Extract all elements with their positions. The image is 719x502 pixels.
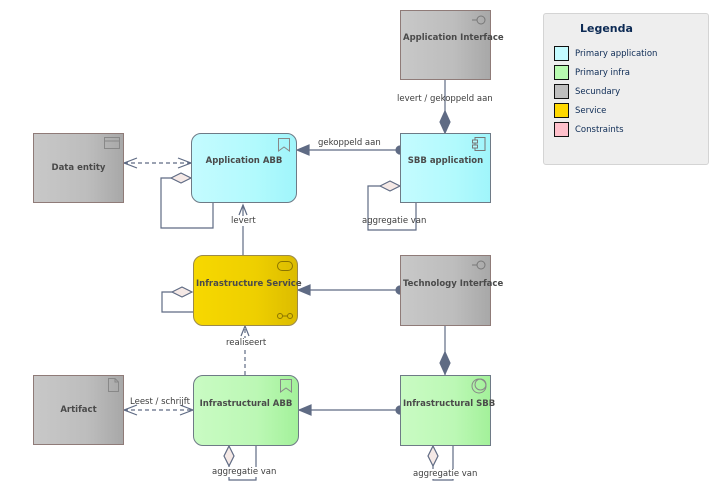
legend-label: Secundary (575, 86, 621, 97)
service-icon (277, 261, 293, 271)
node-artifact[interactable]: Artifact (33, 375, 124, 445)
interface-icon (472, 15, 486, 25)
legend-swatch (554, 46, 569, 61)
node-label: Data entity (51, 163, 106, 173)
node-label: Technology Interface (403, 278, 504, 289)
legend-item: Primary infra (554, 64, 630, 81)
edge-label-appif-sbb: levert / gekoppeld aan (397, 94, 493, 104)
edge-abb-aggr[interactable] (160, 177, 214, 229)
node-technology-interface[interactable]: Technology Interface (400, 255, 504, 326)
document-icon (108, 378, 119, 392)
aggregation-diamond (223, 444, 235, 468)
interface-icon (472, 260, 486, 270)
legend-swatch (554, 103, 569, 118)
node-label: Infrastructural SBB (403, 398, 496, 409)
edge-sbb-aggr[interactable] (367, 185, 417, 231)
aggregation-diamond (427, 444, 439, 468)
node-sbb-application[interactable]: SBB application (400, 133, 491, 203)
edge-label-sbb-aggr: aggregatie van (362, 216, 427, 226)
edge-label-artifact-infraabb: Leest / schrijft (130, 397, 190, 407)
legend-label: Constraints (575, 124, 624, 135)
bookmark-icon (280, 379, 292, 393)
arrow-head (296, 284, 311, 296)
node-application-interface[interactable]: Application Interface (400, 10, 504, 80)
node-icon (277, 313, 293, 319)
node-label: Application Interface (403, 33, 504, 44)
node-label: Application ABB (205, 156, 283, 167)
arrow-open (122, 404, 138, 416)
edge-label-infrasbb-aggr: aggregatie van (413, 469, 478, 479)
node-label: Infrastructure Service (196, 278, 302, 289)
arrow-head (295, 144, 310, 156)
edge-label-service-abb: levert (231, 216, 256, 226)
legend-label: Primary application (575, 48, 658, 59)
node-data-entity[interactable]: Data entity (33, 133, 124, 203)
data-entity-icon (104, 137, 120, 149)
node-icon (471, 378, 487, 394)
legend-label: Service (575, 105, 607, 116)
legend-item: Constraints (554, 121, 624, 138)
node-infrastructure-service[interactable]: Infrastructure Service (193, 255, 302, 326)
arrow-open (122, 157, 138, 169)
bookmark-icon (278, 138, 290, 152)
node-application-abb[interactable]: Application ABB (191, 133, 297, 203)
legend-swatch (554, 84, 569, 99)
node-label: Infrastructural ABB (199, 398, 293, 409)
legend: Legenda Primary application Primary infr… (543, 13, 709, 165)
legend-item: Service (554, 102, 606, 119)
legend-item: Secundary (554, 83, 620, 100)
legend-swatch (554, 122, 569, 137)
node-infrastructural-sbb[interactable]: Infrastructural SBB (400, 375, 496, 446)
arrow-open (238, 203, 248, 216)
edge-label-sbb-abb: gekoppeld aan (318, 138, 381, 148)
aggregation-diamond (169, 172, 193, 184)
edge-service-aggr[interactable] (161, 291, 193, 313)
aggregation-diamond (378, 180, 402, 192)
node-infrastructural-abb[interactable]: Infrastructural ABB (193, 375, 299, 446)
legend-label: Primary infra (575, 67, 630, 78)
composition-diamond (439, 350, 451, 376)
edge-label-infraabb-aggr: aggregatie van (212, 467, 277, 477)
node-label: SBB application (407, 156, 484, 167)
node-label: Artifact (60, 405, 97, 415)
legend-item: Primary application (554, 45, 657, 62)
aggregation-diamond (170, 286, 194, 298)
legend-swatch (554, 65, 569, 80)
composition-diamond (439, 109, 451, 135)
arrow-open (240, 324, 250, 337)
legend-title: Legenda (580, 22, 633, 35)
edge-label-infraabb-service: realiseert (226, 338, 267, 348)
component-icon (472, 137, 486, 151)
arrow-head (297, 404, 312, 416)
